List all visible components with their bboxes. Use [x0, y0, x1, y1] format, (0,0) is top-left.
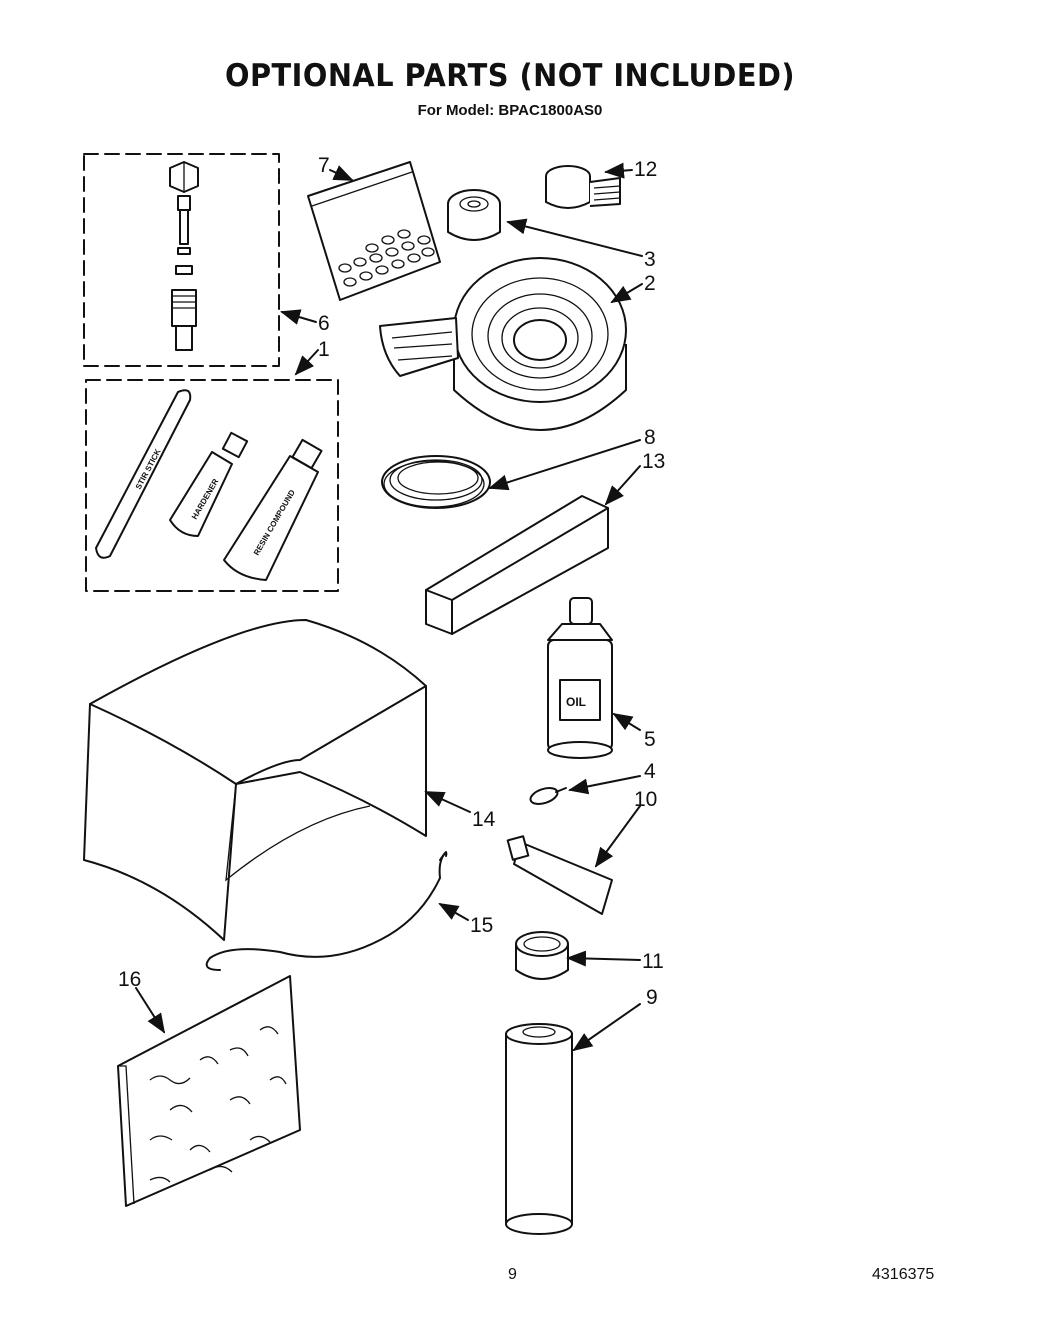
page-number: 9 — [508, 1266, 517, 1283]
callout-7: 7 — [318, 154, 330, 177]
callout-numbers: 7 12 3 2 6 1 8 13 5 4 10 14 15 11 9 16 — [118, 154, 665, 1009]
model-subtitle: For Model: BPAC1800AS0 — [417, 102, 603, 119]
oil-bottle-part: OIL — [547, 597, 613, 759]
callout-6: 6 — [318, 312, 330, 335]
small-tape-part — [545, 165, 621, 209]
callout-5: 5 — [644, 728, 656, 751]
epoxy-kit-part: STIR STICK HARDENER RESIN COMPOUND — [85, 379, 339, 592]
small-tube-part — [506, 835, 613, 915]
o-ring-bag-part — [307, 161, 441, 301]
foam-tape-roll-part — [447, 189, 501, 241]
air-filter-part — [117, 975, 301, 1207]
callout-10: 10 — [634, 788, 657, 811]
spray-can-part — [505, 1023, 573, 1235]
callout-9: 9 — [646, 986, 658, 1009]
document-number: 4316375 — [872, 1266, 935, 1283]
valve-kit-part — [83, 153, 280, 367]
callout-14: 14 — [472, 808, 496, 831]
callout-2: 2 — [644, 272, 656, 295]
callout-3: 3 — [644, 248, 656, 271]
callout-12: 12 — [634, 158, 657, 181]
page-title: OPTIONAL PARTS (NOT INCLUDED) — [224, 58, 796, 94]
callout-15: 15 — [470, 914, 493, 937]
cover-part — [83, 619, 427, 941]
small-fitting-part — [529, 787, 567, 805]
sealant-can-part — [515, 931, 569, 980]
large-tape-roll-part — [379, 257, 627, 431]
leader-lines — [135, 162, 643, 1052]
coiled-wire-part — [381, 455, 491, 509]
oil-label: OIL — [566, 695, 586, 709]
callout-1: 1 — [318, 338, 330, 361]
foam-strip-part — [425, 495, 609, 635]
callout-16: 16 — [118, 968, 141, 991]
callout-11: 11 — [642, 950, 664, 973]
callout-13: 13 — [642, 450, 665, 473]
callout-4: 4 — [644, 760, 656, 783]
callout-8: 8 — [644, 426, 656, 449]
hook-cord-part — [205, 851, 448, 971]
